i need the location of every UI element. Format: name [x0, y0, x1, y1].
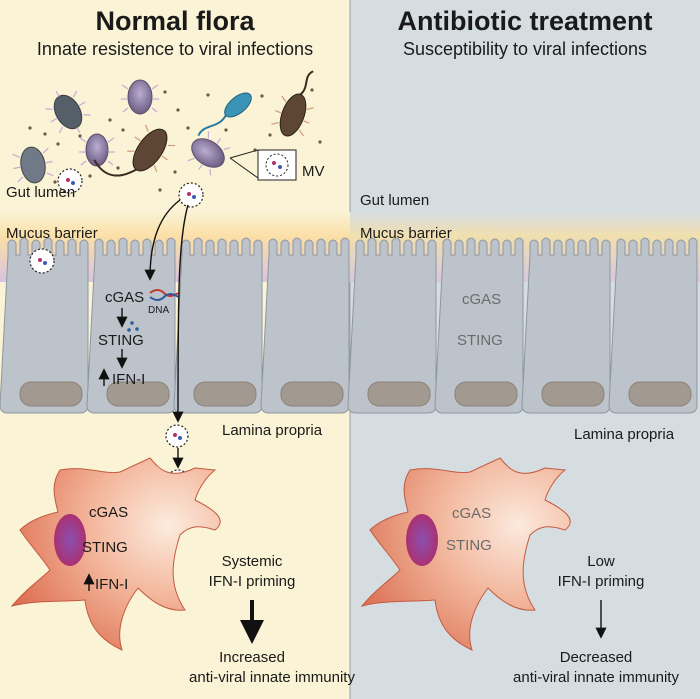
bacterium-7	[197, 92, 252, 137]
right-title: Antibiotic treatment	[397, 6, 652, 36]
epithelium-nuclei-left	[19, 381, 344, 407]
bacterium-4	[121, 79, 159, 115]
left-lamina-label: Lamina propria	[222, 422, 323, 439]
right-mucus-label: Mucus barrier	[360, 225, 452, 242]
vesicle-dots	[28, 88, 322, 192]
low-line1: Low	[587, 553, 615, 570]
right-lamina-label: Lamina propria	[574, 426, 675, 443]
right-subtitle: Susceptibility to viral infections	[403, 39, 647, 59]
bacterium-1	[45, 90, 91, 134]
dc-sting-left: STING	[82, 539, 128, 556]
epi-cgas-right: cGAS	[462, 291, 501, 308]
epithelium-left	[0, 237, 350, 414]
epithelium-right	[347, 237, 698, 414]
epi-sting-right: STING	[457, 332, 503, 349]
left-gut-lumen: Gut lumen	[6, 184, 75, 201]
bacterium-3	[79, 133, 115, 167]
dc-sting-right: STING	[446, 537, 492, 554]
systemic-line1: Systemic	[222, 553, 283, 570]
systemic-line2: IFN-I priming	[209, 573, 296, 590]
bacterium-2	[12, 146, 54, 184]
dc-nucleus-left	[54, 514, 86, 566]
bacterium-6	[187, 131, 231, 176]
epi-ifn-left: IFN-I	[112, 371, 145, 388]
epi-cgas-left: cGAS	[105, 289, 144, 306]
dc-ifn-left: IFN-I	[95, 576, 128, 593]
dc-nucleus-right	[406, 514, 438, 566]
mv-label: MV	[302, 163, 325, 180]
dc-cgas-right: cGAS	[452, 505, 491, 522]
bacterium-8	[271, 70, 314, 137]
dendritic-cell-left	[10, 457, 221, 651]
epi-sting-left: STING	[98, 332, 144, 349]
epi-dna-label: DNA	[148, 305, 169, 316]
low-line2: IFN-I priming	[558, 573, 645, 590]
left-title: Normal flora	[95, 6, 255, 36]
left-outcome-line1: Increased	[219, 649, 285, 666]
dendritic-cell-right	[360, 457, 571, 651]
left-subtitle: Innate resistence to viral infections	[37, 39, 313, 59]
dna-icon	[149, 289, 179, 301]
dc-cgas-left: cGAS	[89, 504, 128, 521]
right-gut-lumen: Gut lumen	[360, 192, 429, 209]
mv-zoom	[229, 149, 297, 181]
epithelium-nuclei-right	[367, 381, 692, 407]
right-outcome-line1: Decreased	[560, 649, 633, 666]
bacteria-cluster	[12, 70, 314, 184]
left-mucus-label: Mucus barrier	[6, 225, 98, 242]
bacterium-5	[93, 124, 176, 177]
left-outcome-line2: anti-viral innate immunity	[189, 669, 355, 686]
right-outcome-line2: anti-viral innate immunity	[513, 669, 679, 686]
up-arrow-icons	[83, 368, 110, 591]
